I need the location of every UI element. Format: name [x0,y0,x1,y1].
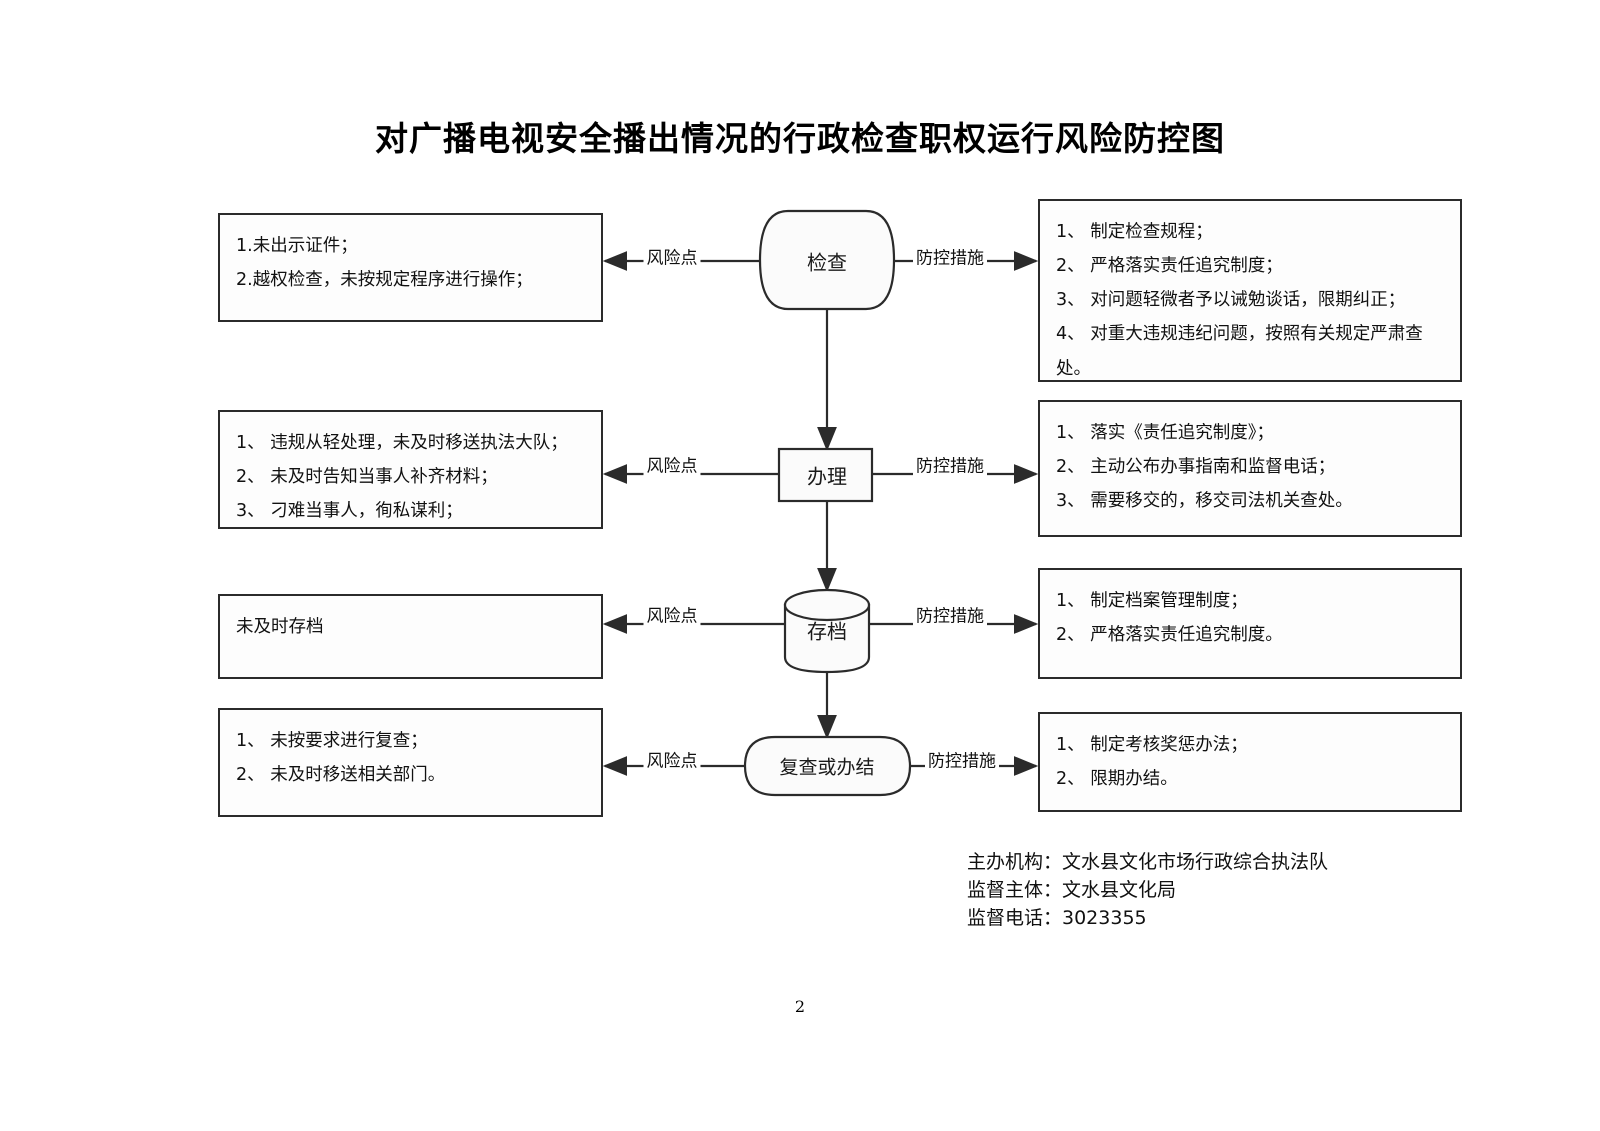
risk-item: 2.越权检查，未按规定程序进行操作； [236,270,533,291]
risk-item: 2、 未及时告知当事人补齐材料； [236,467,498,488]
edge-label-control-3: 防控措施 [913,601,987,627]
edge-label-risk-1: 风险点 [643,243,701,269]
control-item: 3、 需要移交的，移交司法机关查处。 [1056,491,1353,512]
control-item: 4、 对重大违规违纪问题，按照有关规定严肃查处。 [1056,324,1423,379]
page-title: 对广播电视安全播出情况的行政检查职权运行风险防控图 [375,119,1225,158]
edge-label-risk-2: 风险点 [643,451,701,477]
edge-label-control-4: 防控措施 [925,746,999,772]
edge-label-control-1: 防控措施 [913,243,987,269]
footer-phone: 监督电话：3023355 [967,907,1147,930]
page-number: 2 [794,997,806,1016]
risk-item: 1、 违规从轻处理，未及时移送执法大队； [236,433,568,453]
control-box-handle: 1、 落实《责任追究制度》； 2、 主动公布办事指南和监督电话； 3、 需要移交… [1038,400,1462,537]
node-shape-review [743,735,912,797]
node-shape-inspect [758,209,896,311]
footer-block: 主办机构：文水县文化市场行政综合执法队 监督主体：文水县文化局 监督电话：302… [967,848,1328,932]
edge-label-risk-4: 风险点 [643,746,701,772]
risk-box-review: 1、 未按要求进行复查； 2、 未及时移送相关部门。 [218,708,603,817]
control-item: 2、 严格落实责任追究制度。 [1056,625,1283,646]
node-shape-handle [777,447,874,503]
risk-item: 未及时存档 [236,617,324,637]
node-label-archive: 存档 [807,619,847,644]
control-item: 2、 限期办结。 [1056,769,1178,790]
control-item: 2、 严格落实责任追究制度； [1056,256,1283,277]
risk-item: 1、 未按要求进行复查； [236,731,428,751]
control-item: 1、 制定考核奖惩办法； [1056,735,1248,755]
risk-item: 1.未出示证件； [236,236,358,256]
control-box-review: 1、 制定考核奖惩办法； 2、 限期办结。 [1038,712,1462,812]
risk-box-archive: 未及时存档 [218,594,603,679]
footer-supervisor: 监督主体：文水县文化局 [967,879,1177,902]
node-label-handle: 办理 [807,464,847,489]
edge-label-control-2: 防控措施 [913,451,987,477]
risk-item: 2、 未及时移送相关部门。 [236,765,446,786]
control-item: 1、 落实《责任追究制度》； [1056,423,1274,443]
control-box-inspect: 1、 制定检查规程； 2、 严格落实责任追究制度； 3、 对问题轻微者予以诫勉谈… [1038,199,1462,382]
footer-organizer: 主办机构：文水县文化市场行政综合执法队 [967,851,1329,873]
control-item: 1、 制定档案管理制度； [1056,591,1248,611]
risk-box-handle: 1、 违规从轻处理，未及时移送执法大队； 2、 未及时告知当事人补齐材料； 3、… [218,410,603,529]
edge-label-risk-3: 风险点 [643,601,701,627]
risk-box-inspect: 1.未出示证件； 2.越权检查，未按规定程序进行操作； [218,213,603,322]
control-item: 1、 制定检查规程； [1056,222,1213,242]
risk-item: 3、 刁难当事人，徇私谋利； [236,501,463,522]
control-item: 2、 主动公布办事指南和监督电话； [1056,457,1336,478]
control-box-archive: 1、 制定档案管理制度； 2、 严格落实责任追究制度。 [1038,568,1462,679]
node-label-review: 复查或办结 [779,756,875,779]
control-item: 3、 对问题轻微者予以诫勉谈话，限期纠正； [1056,290,1406,311]
node-label-inspect: 检查 [807,250,847,275]
